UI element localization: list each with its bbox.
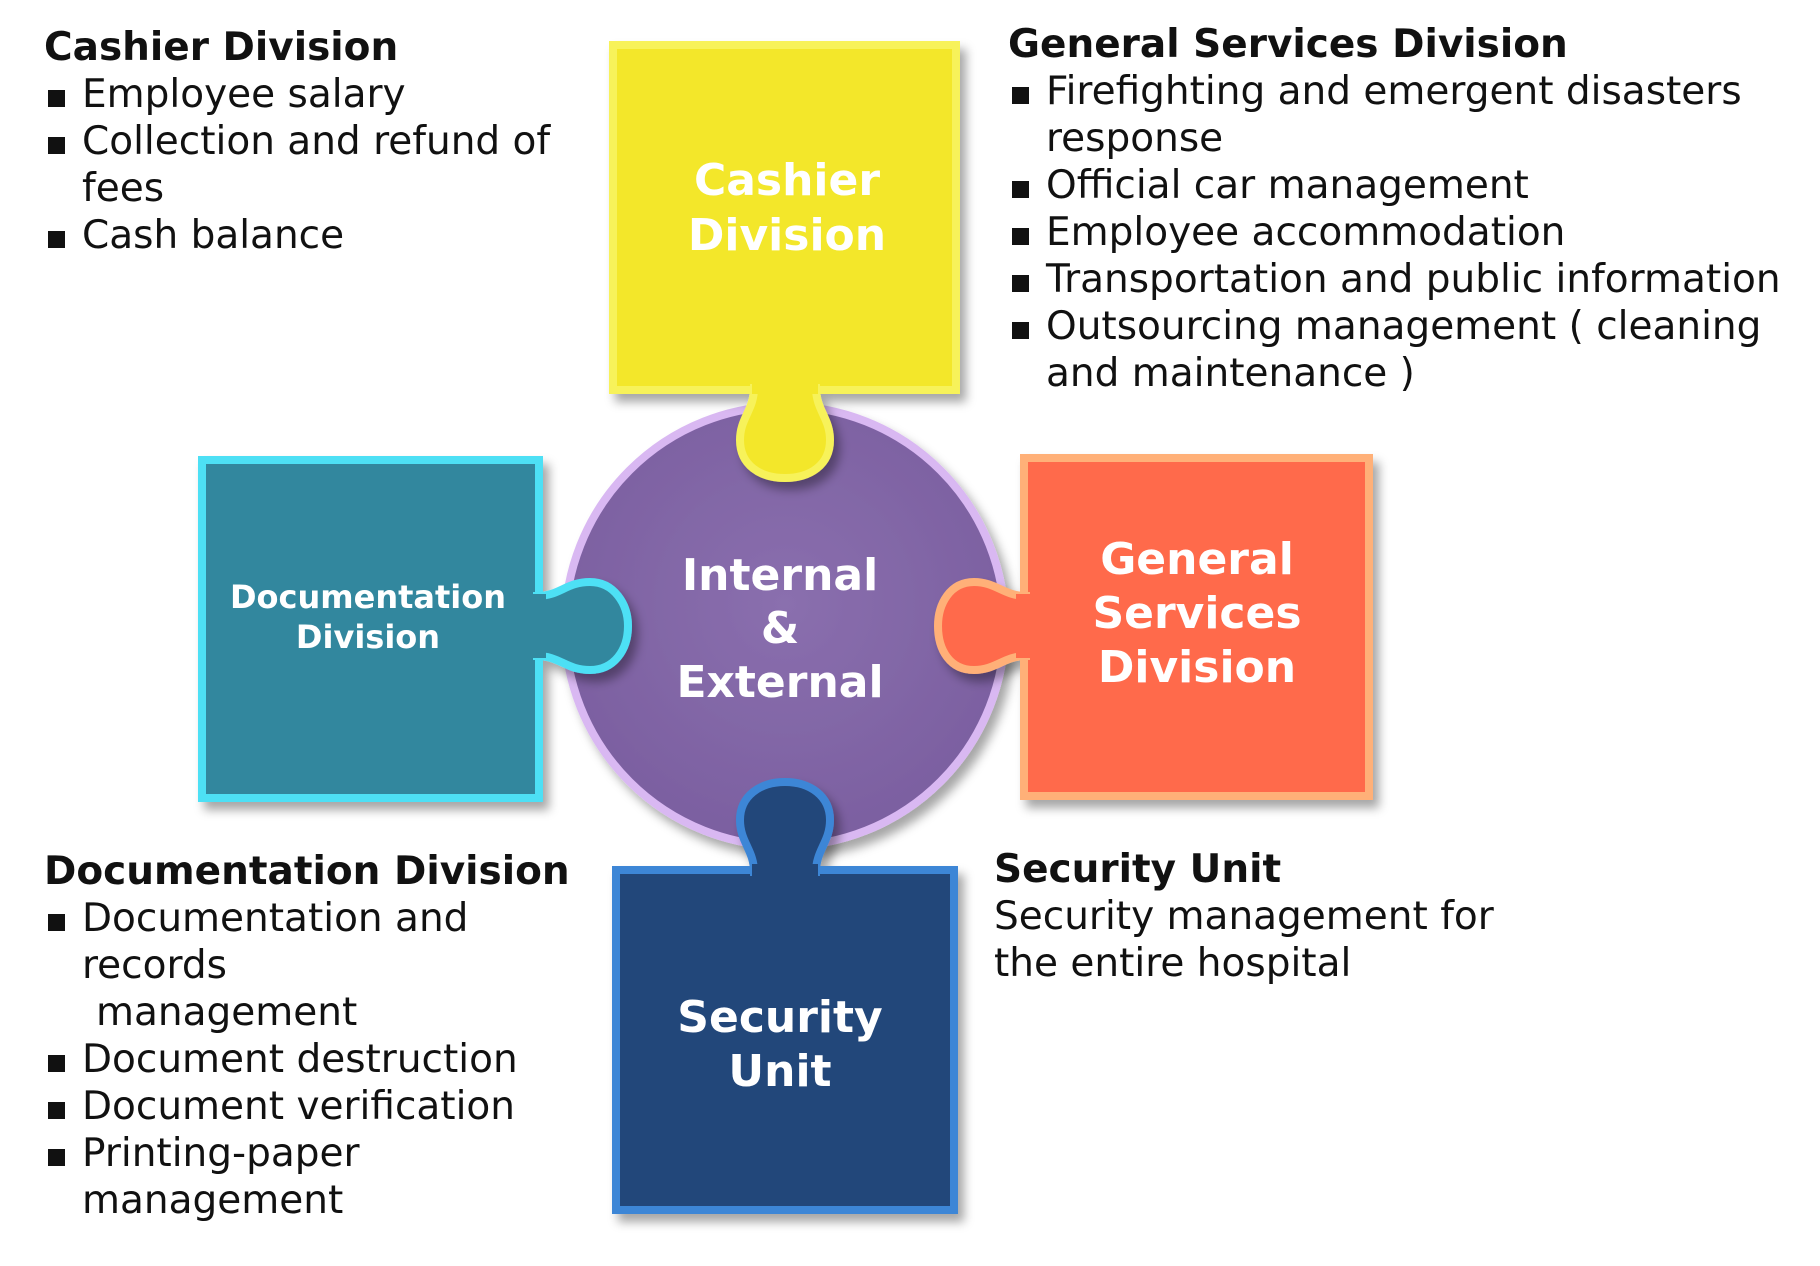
general-description-title: General Services Division: [1008, 22, 1568, 67]
cashier-piece: [609, 41, 960, 483]
security-description-line: Security management for: [994, 894, 1494, 939]
security-description-title: Security Unit: [994, 847, 1282, 892]
cashier-label-line2: Division: [688, 210, 886, 261]
general-label-line1: General: [1100, 534, 1294, 585]
general-services-description: General Services Division Firefighting a…: [1008, 21, 1781, 397]
security-description-line: the entire hospital: [994, 941, 1352, 986]
security-label-line2: Unit: [728, 1046, 831, 1097]
cashier-item: Cash balance: [44, 212, 550, 259]
general-item: Firefighting and emergent disasters: [1008, 68, 1781, 115]
center-label-line1: Internal: [682, 550, 878, 601]
documentation-item-continuation: management: [96, 990, 358, 1035]
general-services-piece: [933, 454, 1373, 800]
cashier-description-title: Cashier Division: [44, 25, 399, 70]
documentation-label-line2: Division: [296, 618, 440, 656]
documentation-item: Document destruction: [44, 1036, 570, 1083]
cashier-item: Employee salary: [44, 71, 550, 118]
documentation-item: Documentation and: [44, 895, 570, 942]
documentation-piece: [198, 456, 633, 802]
general-item: Transportation and public information: [1008, 256, 1781, 303]
center-label-line3: External: [676, 657, 883, 708]
cashier-description: Cashier Division Employee salary Collect…: [44, 24, 550, 259]
general-item-continuation: and maintenance ): [1046, 351, 1415, 396]
documentation-item-continuation: management: [82, 1178, 344, 1223]
cashier-label-line1: Cashier: [694, 155, 880, 206]
general-item: Outsourcing management ( cleaning: [1008, 303, 1781, 350]
general-item-continuation: response: [1046, 116, 1224, 161]
center-label-line2: &: [761, 603, 799, 654]
documentation-description-title: Documentation Division: [44, 849, 570, 894]
documentation-item: Printing-paper: [44, 1130, 570, 1177]
security-piece: [612, 777, 958, 1214]
cashier-item-continuation: fees: [82, 166, 165, 211]
general-item: Employee accommodation: [1008, 209, 1781, 256]
general-label-line3: Division: [1098, 642, 1296, 693]
documentation-description: Documentation Division Documentation and…: [44, 848, 570, 1224]
general-item: Official car management: [1008, 162, 1781, 209]
documentation-item-continuation: records: [82, 943, 227, 988]
documentation-label-line1: Documentation: [230, 578, 506, 616]
documentation-item: Document verification: [44, 1083, 570, 1130]
security-description: Security Unit Security management for th…: [994, 846, 1494, 987]
cashier-item: Collection and refund of: [44, 118, 550, 165]
security-label-line1: Security: [677, 992, 882, 1043]
general-label-line2: Services: [1092, 588, 1301, 639]
